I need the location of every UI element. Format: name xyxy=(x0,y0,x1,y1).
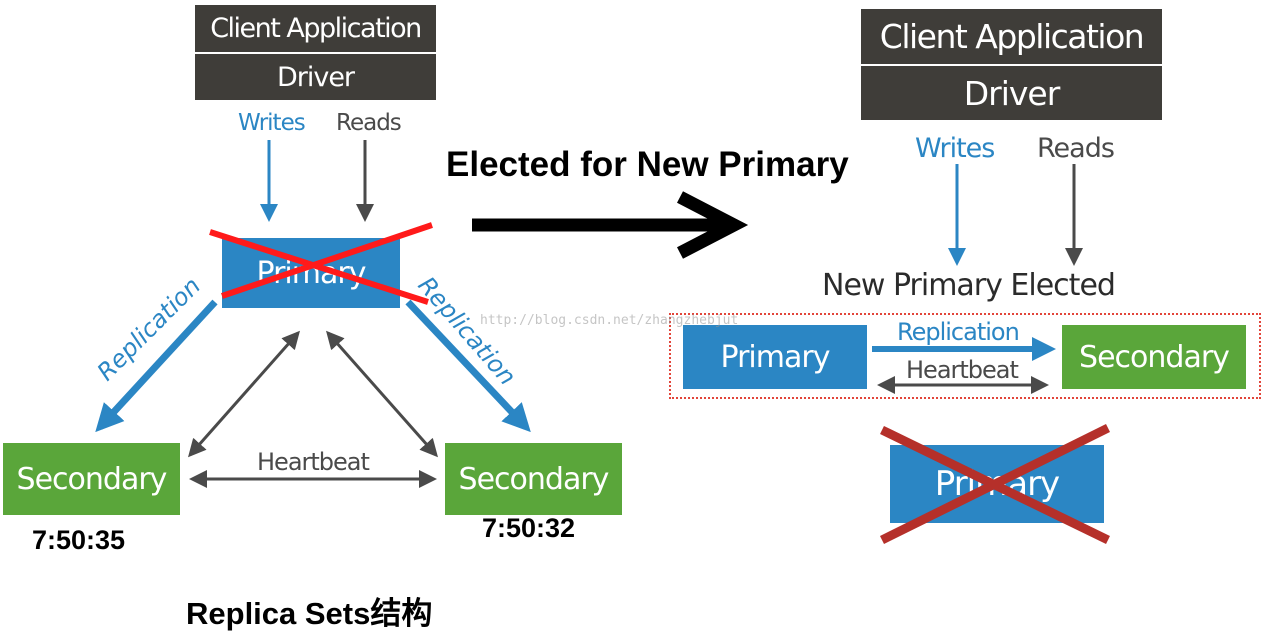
transition-label: Elected for New Primary xyxy=(446,145,849,184)
right-secondary-box: Secondary xyxy=(1062,325,1246,389)
left-secondary-label-left: Secondary xyxy=(16,461,168,497)
left-secondary-box-left: Secondary xyxy=(3,443,180,515)
right-reads-label: Reads xyxy=(1037,133,1115,164)
right-new-primary-label: New Primary Elected xyxy=(822,268,1116,303)
right-replica-group-border xyxy=(669,313,1261,399)
left-driver-box: Driver xyxy=(195,54,436,100)
right-client-application-label: Client Application xyxy=(879,17,1145,56)
transition-arrow xyxy=(472,191,749,259)
left-primary-label: Primary xyxy=(256,255,367,291)
left-time-left: 7:50:35 xyxy=(32,525,126,555)
right-writes-label: Writes xyxy=(915,133,995,164)
left-client-application-label: Client Application xyxy=(210,13,422,44)
left-driver-label: Driver xyxy=(276,61,355,93)
right-replication-label: Replication xyxy=(897,318,1020,346)
left-time-right: 7:50:32 xyxy=(482,513,576,543)
right-driver-label: Driver xyxy=(963,73,1061,113)
left-replication-arrow-left xyxy=(95,299,218,433)
left-secondary-box-right: Secondary xyxy=(445,443,622,515)
left-failed-primary-cross xyxy=(209,222,433,305)
left-heartbeat-arrow-left-diagonal xyxy=(188,330,300,458)
left-writes-label: Writes xyxy=(238,110,306,136)
right-failed-primary-cross xyxy=(880,423,1110,545)
left-replication-arrow-right xyxy=(405,299,531,433)
right-secondary-label: Secondary xyxy=(1079,339,1230,375)
right-client-driver-divider xyxy=(861,64,1162,66)
left-client-application-box: Client Application xyxy=(195,5,436,52)
left-secondary-label-right: Secondary xyxy=(458,461,610,497)
left-client-driver-divider xyxy=(195,52,436,54)
right-driver-box: Driver xyxy=(861,66,1162,120)
left-heartbeat-arrow-right-diagonal xyxy=(326,330,438,458)
watermark: http://blog.csdn.net/zhangzhebjut xyxy=(480,313,739,328)
left-reads-label: Reads xyxy=(336,110,402,136)
right-primary-label: Primary xyxy=(720,339,831,375)
left-primary-box: Primary xyxy=(222,238,400,308)
right-primary-box: Primary xyxy=(683,325,867,389)
right-client-application-box: Client Application xyxy=(861,9,1162,64)
